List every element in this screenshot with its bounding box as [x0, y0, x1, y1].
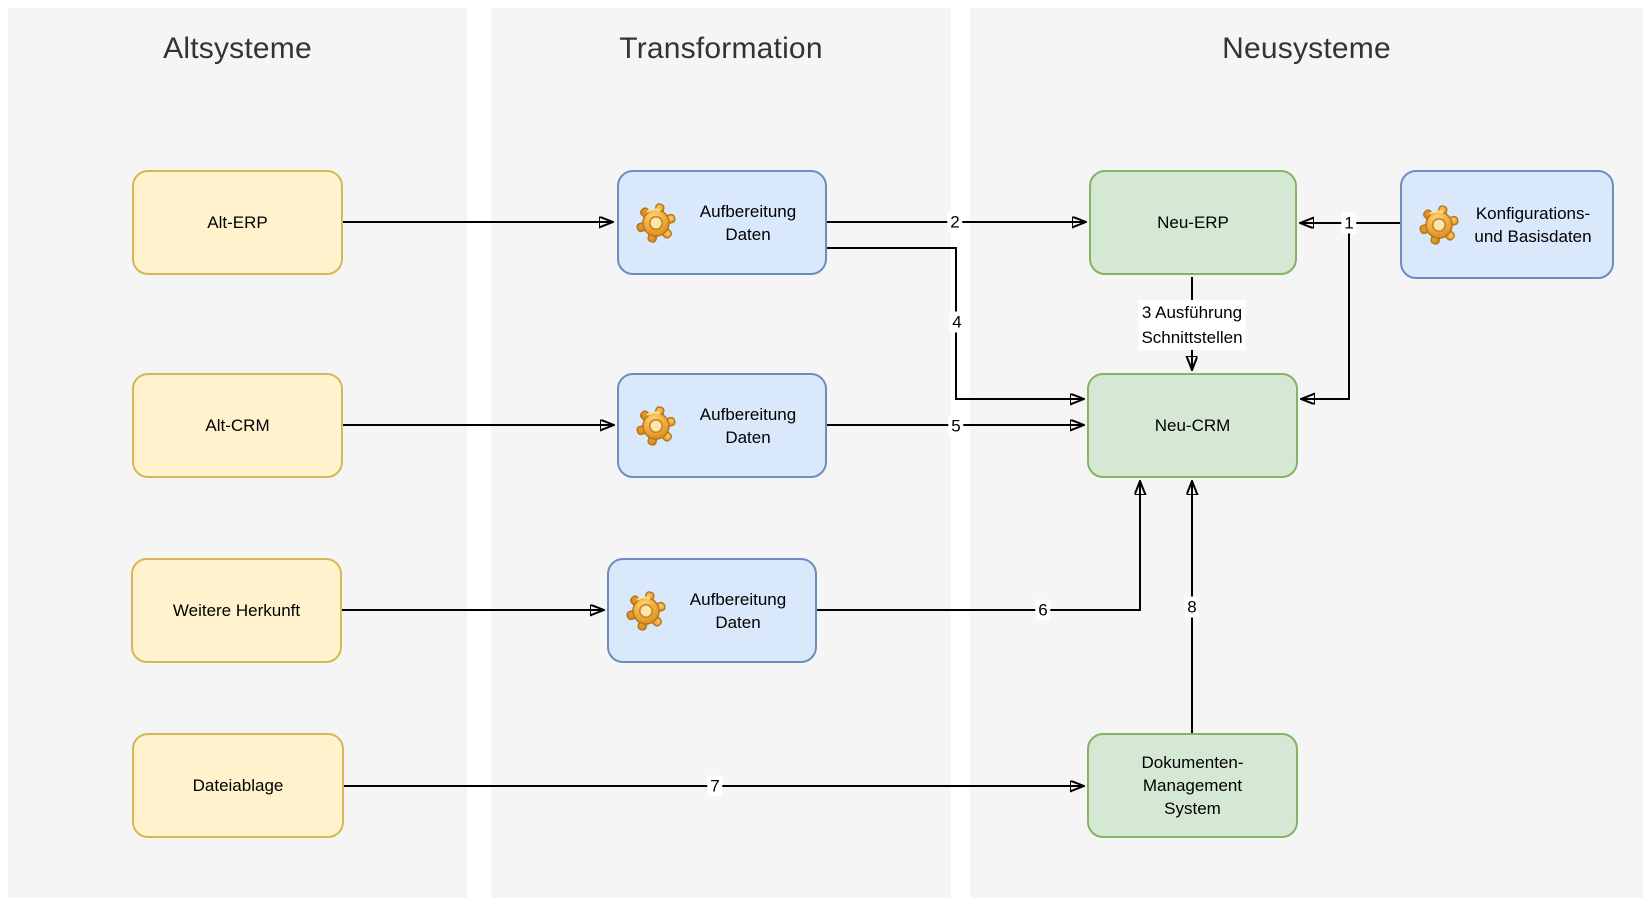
- edge-label-3-line2: Schnittstellen: [1141, 328, 1243, 347]
- edge-label-4: 4: [949, 311, 965, 333]
- label-line: und Basisdaten: [1474, 226, 1592, 246]
- node-weitere-herkunft: Weitere Herkunft: [131, 558, 342, 663]
- lane-title-altsysteme: Altsysteme: [163, 32, 312, 65]
- node-alt-erp-label: Alt-ERP: [207, 213, 268, 232]
- node-alt-erp: Alt-ERP: [132, 170, 343, 275]
- node-neu-erp-label: Neu-ERP: [1157, 213, 1229, 232]
- node-dateiablage-label: Dateiablage: [192, 776, 284, 795]
- node-konfigurations-und-basisdaten: Konfigurations- und Basisdaten: [1400, 170, 1614, 279]
- node-aufbereitung-daten-3-label: Aufbereitung Daten: [675, 588, 801, 634]
- edge-label-5: 5: [948, 415, 964, 437]
- edge-konfig-branch-to-neu-crm: [1302, 223, 1350, 399]
- label-line: Daten: [725, 427, 771, 447]
- label-line: Aufbereitung: [699, 404, 797, 424]
- lane-transformation: Transformation: [491, 8, 951, 898]
- node-dokumenten-management-system: Dokumenten- Management System: [1087, 733, 1298, 838]
- gear-icon: [635, 402, 677, 449]
- label-line: Aufbereitung: [699, 201, 797, 221]
- edge-label-6: 6: [1035, 599, 1051, 621]
- edge-label-7: 7: [707, 775, 723, 797]
- node-neu-erp: Neu-ERP: [1089, 170, 1297, 275]
- edge-label-2: 2: [947, 211, 963, 233]
- gear-icon: [1418, 201, 1460, 248]
- gear-icon: [625, 587, 667, 634]
- node-aufbereitung-daten-1: Aufbereitung Daten: [617, 170, 827, 275]
- node-neu-crm: Neu-CRM: [1087, 373, 1298, 478]
- lane-title-neusysteme: Neusysteme: [1222, 32, 1391, 65]
- lane-neusysteme: Neusysteme: [970, 8, 1643, 898]
- label-line: Dokumenten-: [1141, 753, 1244, 772]
- label-line: Daten: [715, 612, 761, 632]
- node-aufbereitung-daten-1-label: Aufbereitung Daten: [685, 200, 811, 246]
- lane-title-transformation: Transformation: [619, 32, 823, 65]
- edge-aufbereitung3-to-neu-crm: [815, 482, 1140, 611]
- label-line: Konfigurations-: [1475, 203, 1591, 223]
- label-line: System: [1164, 799, 1221, 818]
- node-aufbereitung-daten-2: Aufbereitung Daten: [617, 373, 827, 478]
- label-line: Daten: [725, 224, 771, 244]
- gear-icon: [635, 199, 677, 246]
- label-line: Management: [1142, 776, 1243, 795]
- label-line: Aufbereitung: [689, 589, 787, 609]
- node-alt-crm: Alt-CRM: [132, 373, 343, 478]
- node-neu-crm-label: Neu-CRM: [1154, 416, 1231, 435]
- node-weitere-herkunft-label: Weitere Herkunft: [172, 601, 301, 620]
- node-aufbereitung-daten-3: Aufbereitung Daten: [607, 558, 817, 663]
- node-aufbereitung-daten-2-label: Aufbereitung Daten: [685, 403, 811, 449]
- node-alt-crm-label: Alt-CRM: [205, 416, 270, 435]
- edge-label-3: 3 Ausführung Schnittstellen: [1138, 300, 1246, 350]
- edge-label-3-line1: 3 Ausführung: [1141, 303, 1243, 322]
- edge-label-1: 1: [1341, 212, 1357, 234]
- node-dateiablage: Dateiablage: [132, 733, 344, 838]
- node-konfig-label: Konfigurations- und Basisdaten: [1468, 202, 1598, 248]
- edge-label-8: 8: [1184, 596, 1200, 618]
- node-dms-label: Dokumenten- Management System: [1089, 751, 1296, 820]
